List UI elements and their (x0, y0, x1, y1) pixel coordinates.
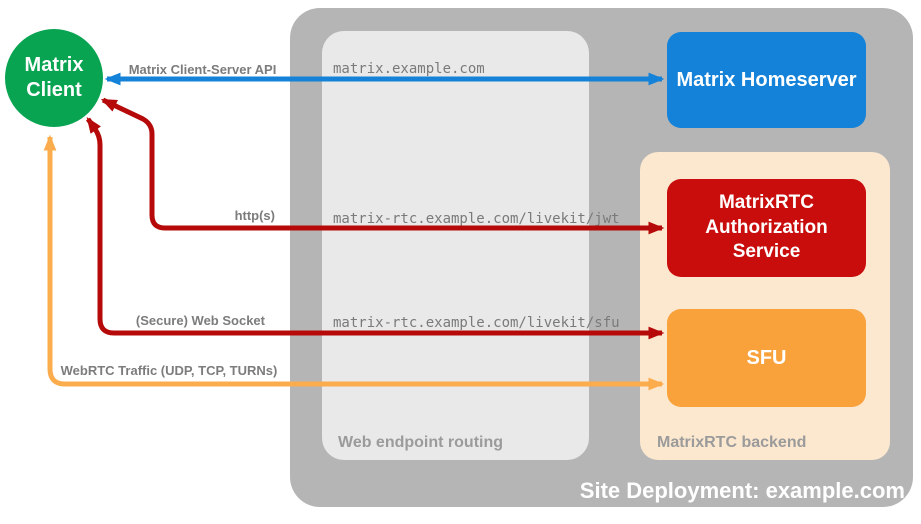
client-server-api-arrow-label: Matrix Client-Server API (128, 62, 277, 77)
endpoint-matrix: matrix.example.com (333, 61, 485, 77)
sfu-node: SFU (667, 309, 866, 407)
matrix-client-node: Matrix Client (5, 29, 103, 127)
matrix-client-label: Matrix Client (24, 54, 84, 101)
websocket-arrow-label: (Secure) Web Socket (135, 313, 265, 328)
site-deployment-label: Site Deployment: example.com (579, 478, 905, 503)
matrixrtc-auth-service-label: MatrixRTC Authorization Service (705, 191, 828, 263)
webrtc-traffic-arrow-label: WebRTC Traffic (UDP, TCP, TURNs) (60, 363, 278, 378)
matrixrtc-backend-label: MatrixRTC backend (657, 434, 807, 451)
endpoint-livekit-sfu: matrix-rtc.example.com/livekit/sfu (333, 315, 620, 331)
sfu-label: SFU (746, 346, 787, 369)
web-endpoint-routing-box: matrix.example.com matrix-rtc.example.co… (322, 31, 620, 460)
matrix-homeserver-node: Matrix Homeserver (667, 32, 866, 128)
https-arrow-label: http(s) (234, 208, 275, 223)
matrixrtc-auth-service-node: MatrixRTC Authorization Service (667, 179, 866, 277)
matrix-homeserver-label: Matrix Homeserver (676, 68, 857, 91)
endpoint-livekit-jwt: matrix-rtc.example.com/livekit/jwt (333, 211, 620, 227)
web-endpoint-routing-label: Web endpoint routing (338, 434, 504, 451)
